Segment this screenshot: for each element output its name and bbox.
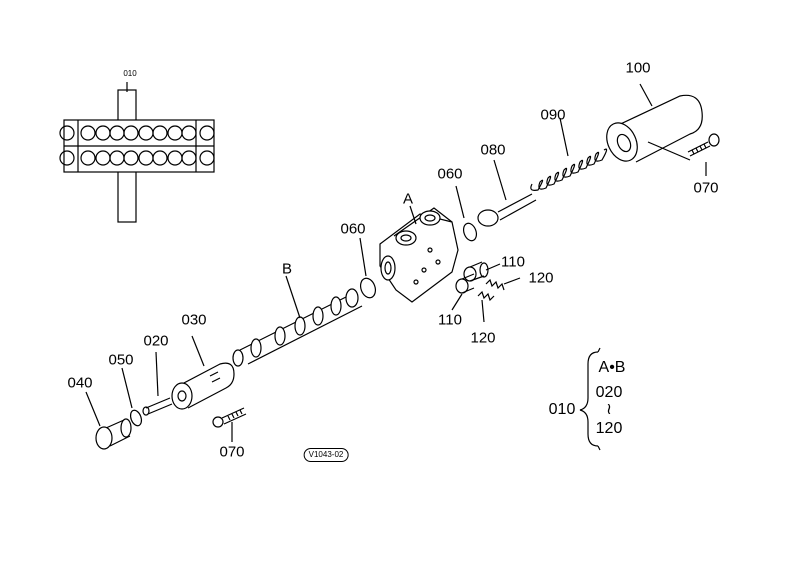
part-070-top-screw xyxy=(687,133,720,176)
label-part-120-top: 120 xyxy=(528,269,554,287)
part-030-sleeve xyxy=(171,335,235,410)
drawing-code: V1043-02 xyxy=(303,448,349,462)
label-part-080: 080 xyxy=(480,141,506,159)
part-100-cylinder xyxy=(606,83,703,163)
part-080-poppet xyxy=(477,159,537,227)
label-part-090: 090 xyxy=(540,106,566,124)
label-part-070-bottom: 070 xyxy=(219,443,245,461)
parts-110-120 xyxy=(451,261,521,323)
label-part-040: 040 xyxy=(67,374,93,392)
legend-range-symbol: ≀ xyxy=(606,401,612,418)
label-part-B: B xyxy=(281,260,293,278)
part-090-spring xyxy=(530,117,608,191)
label-part-020: 020 xyxy=(143,332,169,350)
valve-body-A xyxy=(379,205,459,303)
label-part-110-bot: 110 xyxy=(438,311,462,329)
label-part-050: 050 xyxy=(108,351,134,369)
legend-line-1: A•B xyxy=(598,359,626,376)
legend-bracket xyxy=(579,347,601,451)
label-part-110-top: 110 xyxy=(501,253,525,271)
label-part-100: 100 xyxy=(625,59,651,77)
label-part-A: A xyxy=(402,190,414,208)
part-060-mid-oring xyxy=(359,237,377,299)
legend-line-2: 020 xyxy=(595,384,623,401)
part-020-rod xyxy=(142,351,173,416)
legend-line-3: 120 xyxy=(595,420,623,437)
label-part-120-bot: 120 xyxy=(470,329,496,347)
label-part-060-top: 060 xyxy=(437,165,463,183)
label-part-060-mid: 060 xyxy=(340,220,366,238)
part-050-oring xyxy=(121,367,143,427)
part-060-top-oring xyxy=(455,185,478,242)
inset-label: 010 xyxy=(123,69,137,78)
spool-B xyxy=(232,275,363,367)
part-070-bottom-screw xyxy=(212,407,247,442)
valve-bank-inset xyxy=(59,82,215,223)
part-040-plug xyxy=(85,391,132,450)
label-part-070-top: 070 xyxy=(693,179,719,197)
label-part-030: 030 xyxy=(181,311,207,329)
legend-assembly-number: 010 xyxy=(548,401,576,418)
